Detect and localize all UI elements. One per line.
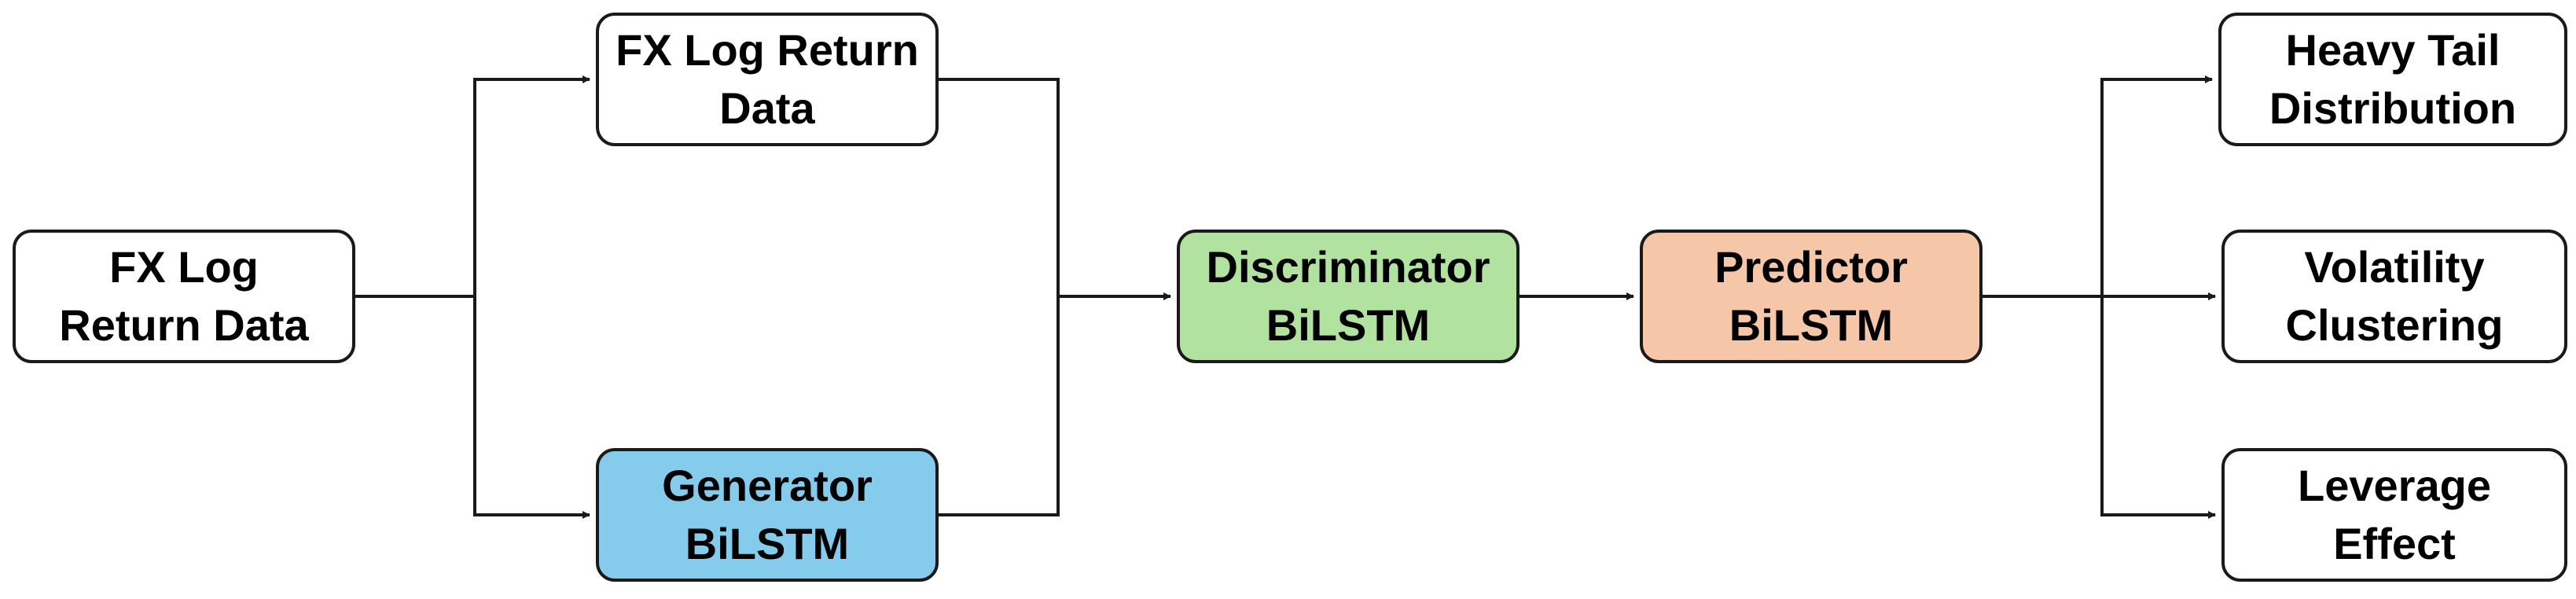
node-leverage-effect: Leverage Effect: [2221, 448, 2567, 582]
node-label-line: BiLSTM: [1266, 300, 1431, 350]
node-label-line: Heavy Tail: [2285, 25, 2501, 75]
node-label-line: Generator: [662, 461, 873, 510]
node-discriminator-bilstm: Discriminator BiLSTM: [1177, 230, 1520, 363]
node-fx-log-return-real-data: FX Log Return Data: [596, 13, 939, 146]
node-label-line: Predictor: [1714, 242, 1908, 292]
edge-input-to-generator: [473, 296, 590, 519]
edge-predictor-to-leverage: [2100, 296, 2216, 519]
edge-input-to-real-data: [473, 75, 590, 296]
edge-generator-to-merge: [939, 296, 1060, 516]
node-volatility-clustering: Volatility Clustering: [2221, 230, 2567, 363]
node-label-line: Effect: [2333, 519, 2456, 568]
node-label-line: BiLSTM: [1729, 300, 1894, 350]
node-label-line: Volatility: [2304, 242, 2485, 292]
node-label-line: Discriminator: [1206, 242, 1490, 292]
node-label-line: Data: [719, 83, 815, 133]
node-generator-bilstm: Generator BiLSTM: [596, 448, 939, 582]
node-label-line: FX Log: [109, 242, 259, 292]
node-label-line: Leverage: [2298, 461, 2491, 510]
node-heavy-tail-distribution: Heavy Tail Distribution: [2218, 13, 2567, 146]
node-label-line: Return Data: [59, 300, 309, 350]
node-label-line: BiLSTM: [685, 519, 850, 568]
node-predictor-bilstm: Predictor BiLSTM: [1640, 230, 1983, 363]
node-fx-log-return-input: FX Log Return Data: [13, 230, 355, 363]
node-label-line: Distribution: [2269, 83, 2517, 133]
edge-predictor-to-heavy-tail: [2100, 75, 2213, 296]
node-label-line: FX Log Return: [616, 25, 919, 75]
node-label-line: Clustering: [2285, 300, 2504, 350]
edge-real-data-to-merge: [939, 78, 1060, 296]
